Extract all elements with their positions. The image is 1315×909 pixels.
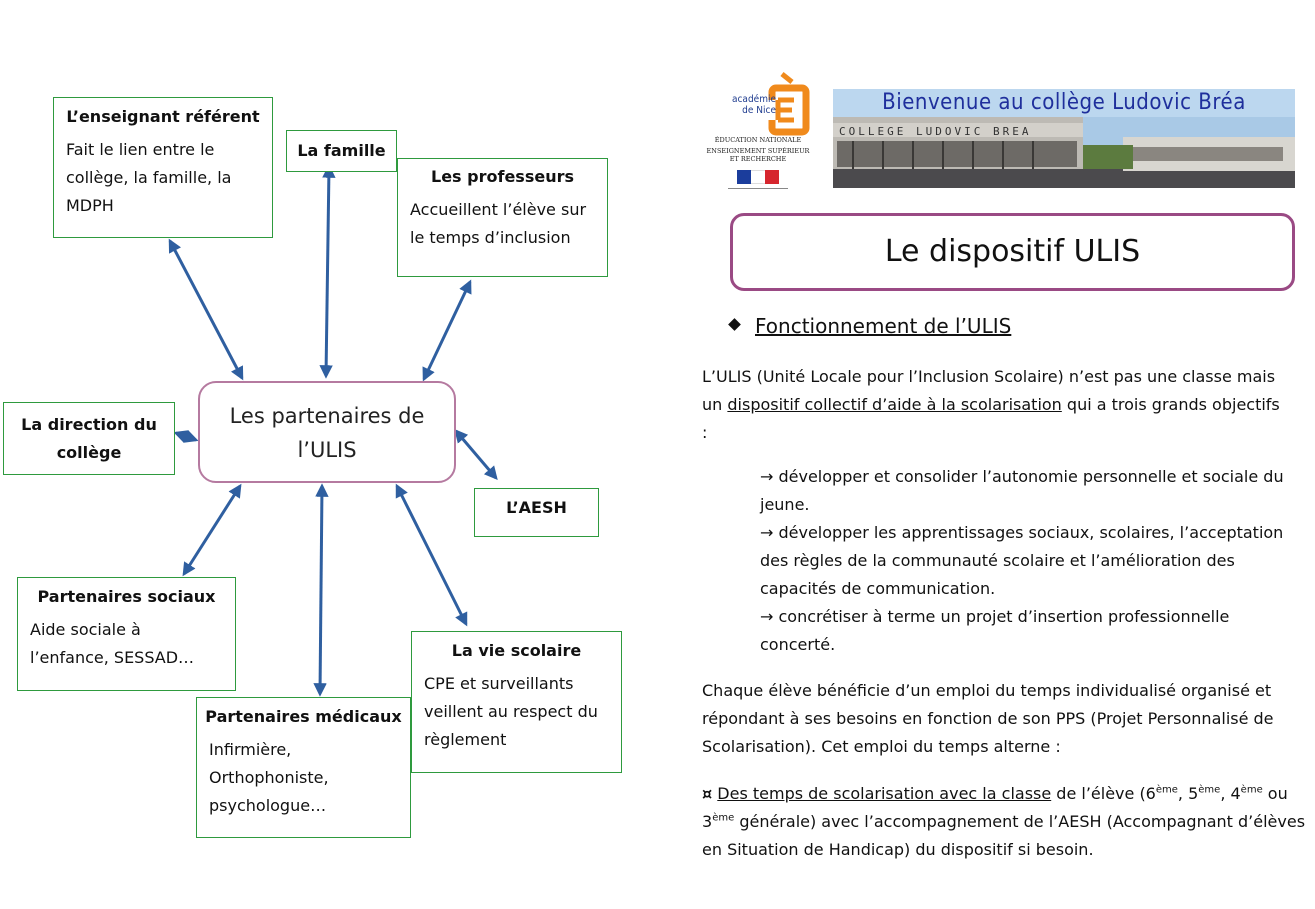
- bullet-text: 3: [702, 812, 713, 831]
- objective-line: → concrétiser à terme un projet d’insert…: [760, 607, 1230, 626]
- bullet-text: , 5: [1177, 784, 1199, 803]
- bullet-sup: ème: [1198, 784, 1221, 796]
- connector-arrows: [168, 164, 498, 697]
- republique-rule: [728, 188, 788, 189]
- center-line: l’ULIS: [297, 438, 357, 462]
- referent-title: L’enseignant référent: [66, 107, 260, 126]
- schedule-paragraph: Chaque élève bénéficie d’un emploi du te…: [702, 677, 1314, 761]
- objective-item: → développer les apprentissages sociaux,…: [760, 519, 1308, 603]
- bullet-line: en Situation de Handicap) du dispositif …: [702, 840, 1094, 859]
- objective-line: capacités de communication.: [760, 579, 996, 598]
- box-aesh: L’AESH: [474, 488, 599, 537]
- bullet-text: , 4: [1220, 784, 1241, 803]
- box-professeurs: Les professeurs Accueillent l’élève sur …: [397, 158, 608, 277]
- famille-title: La famille: [297, 141, 386, 160]
- banner-sign-text: COLLEGE LUDOVIC BREA: [839, 125, 1031, 138]
- bullet-sup: ème: [1240, 784, 1263, 796]
- direction-title-line: collège: [56, 443, 122, 462]
- bullet-sup: ème: [712, 812, 735, 824]
- referent-line: MDPH: [66, 196, 114, 215]
- arrow-famille: [319, 164, 336, 379]
- professeurs-title: Les professeurs: [431, 167, 574, 186]
- box-partenaires-medicaux: Partenaires médicaux Infirmière, Orthoph…: [196, 697, 411, 838]
- objective-line: concerté.: [760, 635, 836, 654]
- arrow-sociaux: [182, 483, 242, 577]
- bullet-underlined: Des temps de scolarisation avec la class…: [717, 784, 1052, 803]
- ministere-line: ENSEIGNEMENT SUPÉRIEUR: [706, 147, 810, 155]
- intro-paragraph: L’ULIS (Unité Locale pour l’Inclusion Sc…: [702, 363, 1314, 447]
- page-title: Le dispositif ULIS: [730, 213, 1295, 291]
- arrow-professeurs: [422, 279, 472, 382]
- referent-line: Fait le lien entre le: [66, 140, 215, 159]
- box-direction: La direction du collège: [3, 402, 175, 475]
- academie-nice-logo: académie de Nice ÉDUCATION NATIONALE ENS…: [706, 70, 810, 194]
- intro-line: L’ULIS (Unité Locale pour l’Inclusion Sc…: [702, 367, 1276, 386]
- vie-scolaire-line: CPE et surveillants: [424, 674, 574, 693]
- professeurs-line: le temps d’inclusion: [410, 228, 571, 247]
- arrow-medicaux: [313, 483, 329, 697]
- objective-line: → développer les apprentissages sociaux,…: [760, 523, 1284, 542]
- ministere-line: ET RECHERCHE: [729, 155, 787, 163]
- arrow-vie-scolaire: [395, 483, 468, 627]
- medicaux-title: Partenaires médicaux: [205, 707, 402, 726]
- bullet-text: ou: [1262, 784, 1288, 803]
- academie-e-logo-icon: [768, 72, 810, 136]
- sociaux-line: Aide sociale à: [30, 620, 141, 639]
- referent-line: collège, la famille, la: [66, 168, 232, 187]
- academie-label: de Nice: [742, 105, 776, 116]
- intro-text: un: [702, 395, 728, 414]
- vie-scolaire-title: La vie scolaire: [451, 641, 582, 660]
- vie-scolaire-line: veillent au respect du: [424, 702, 598, 721]
- intro-line: :: [702, 423, 708, 442]
- intro-underlined: dispositif collectif d’aide à la scolari…: [727, 395, 1062, 414]
- intro-text: qui a trois grands objectifs: [1061, 395, 1280, 414]
- arrow-aesh: [454, 428, 498, 481]
- objective-line: des règles de la communauté scolaire et …: [760, 551, 1235, 570]
- schedule-line: répondant à ses besoins en fonction de s…: [702, 709, 1274, 728]
- objective-item: → développer et consolider l’autonomie p…: [760, 463, 1308, 519]
- college-banner: Bienvenue au collège Ludovic Bréa COLLEG…: [833, 89, 1295, 188]
- medicaux-line: Infirmière,: [209, 740, 292, 759]
- college-photo: COLLEGE LUDOVIC BREA: [833, 117, 1295, 188]
- center-line: Les partenaires de: [229, 404, 425, 428]
- objective-item: → concrétiser à terme un projet d’insert…: [760, 603, 1308, 659]
- schedule-line: Chaque élève bénéficie d’un emploi du te…: [702, 681, 1272, 700]
- box-enseignant-referent: L’enseignant référent Fait le lien entre…: [53, 97, 273, 238]
- objective-line: → développer et consolider l’autonomie p…: [760, 467, 1284, 486]
- direction-title-line: La direction du: [21, 415, 157, 434]
- objective-line: jeune.: [760, 495, 810, 514]
- aesh-title: L’AESH: [506, 498, 567, 517]
- medicaux-line: Orthophoniste,: [209, 768, 329, 787]
- scolarisation-bullet: ¤ Des temps de scolarisation avec la cla…: [702, 780, 1314, 864]
- banner-title: Bienvenue au collège Ludovic Bréa: [882, 90, 1246, 115]
- box-vie-scolaire: La vie scolaire CPE et surveillants veil…: [411, 631, 622, 773]
- diamond-bullet-icon: [728, 318, 741, 331]
- currency-bullet-icon: ¤: [702, 784, 713, 803]
- box-partenaires-sociaux: Partenaires sociaux Aide sociale à l’enf…: [17, 577, 236, 691]
- arrow-direction: [173, 430, 199, 443]
- bullet-text: de l’élève (6: [1051, 784, 1156, 803]
- bullet-text: générale) avec l’accompagnement de l’AES…: [734, 812, 1306, 831]
- center-partenaires-ulis: Les partenaires de l’ULIS: [198, 381, 456, 483]
- box-famille: La famille: [286, 130, 397, 172]
- medicaux-line: psychologue…: [209, 796, 327, 815]
- ministere-line: ÉDUCATION NATIONALE: [714, 136, 802, 144]
- schedule-line: Scolarisation). Cet emploi du temps alte…: [702, 737, 1061, 756]
- arrow-referent: [168, 238, 244, 381]
- republique-flag-icon: [737, 170, 779, 184]
- sociaux-line: l’enfance, SESSAD…: [30, 648, 195, 667]
- academie-label: académie: [731, 94, 776, 105]
- section-label: Fonctionnement de l’ULIS: [755, 314, 1012, 338]
- sociaux-title: Partenaires sociaux: [37, 587, 216, 606]
- section-heading: Fonctionnement de l’ULIS: [728, 314, 1012, 338]
- objectives-list: → développer et consolider l’autonomie p…: [760, 463, 1308, 659]
- professeurs-line: Accueillent l’élève sur: [410, 200, 587, 219]
- bullet-sup: ème: [1155, 784, 1178, 796]
- vie-scolaire-line: règlement: [424, 730, 507, 749]
